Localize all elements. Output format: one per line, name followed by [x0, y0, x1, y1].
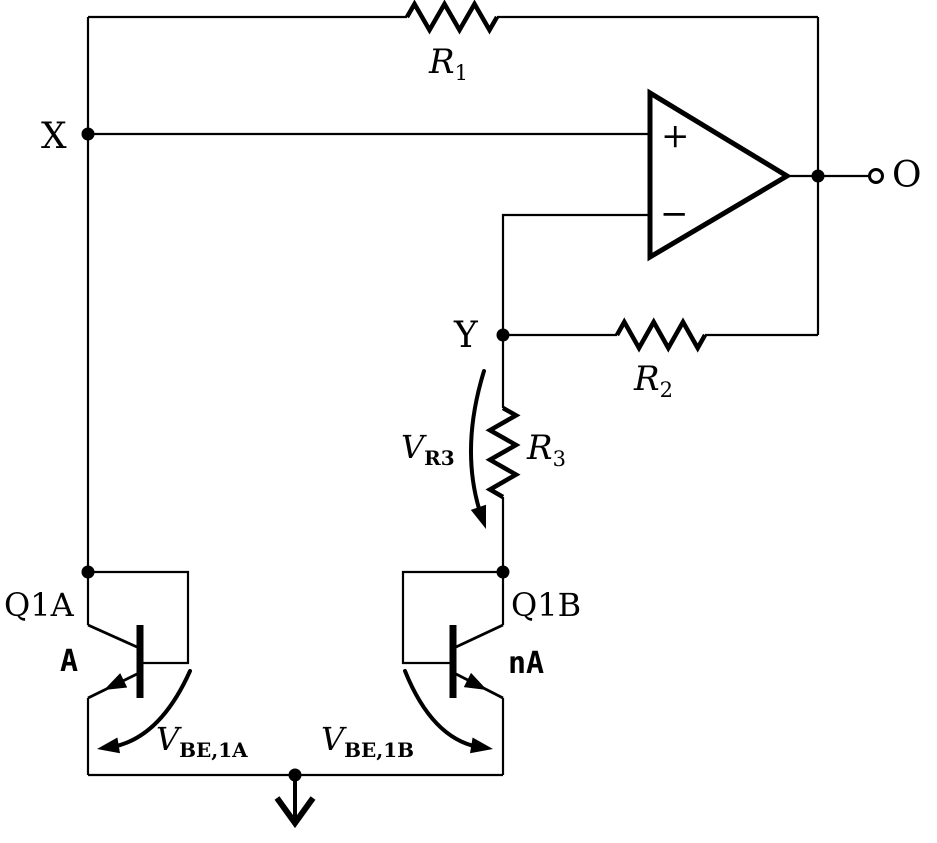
q1a-label: Q1A	[4, 586, 74, 624]
junction-dots	[81, 127, 825, 782]
q1b-collector-lead	[455, 623, 504, 649]
r3-label: R3	[527, 428, 566, 471]
q1b-emitter-arrow-icon	[463, 672, 487, 690]
resistor-r1-icon	[405, 0, 499, 35]
vr3-label: VR3	[401, 428, 455, 470]
resistor-r2-icon	[615, 317, 707, 353]
opamp-minus-label: −	[660, 194, 689, 234]
node-y-label: Y	[454, 315, 478, 356]
output-terminal-circle-icon	[868, 168, 884, 184]
resistor-r3-icon	[485, 406, 521, 499]
junction-dot-tail	[288, 768, 302, 782]
junction-dot-x	[81, 127, 95, 141]
vr3-arrow-icon	[468, 369, 486, 529]
ground-arrow-icon	[274, 780, 316, 829]
vbe1a-label: VBE,1A	[156, 720, 248, 762]
wire-q1b-base-loop	[401, 570, 503, 665]
r1-label: R1	[429, 42, 468, 85]
junction-dot-y	[496, 328, 510, 342]
wire-q1a-base-loop	[88, 570, 190, 665]
opamp-plus-label: +	[661, 116, 690, 156]
junction-dot-q1b	[496, 565, 510, 579]
q1a-collector-lead	[87, 623, 138, 649]
opamp-triangle-icon	[647, 88, 792, 262]
q1b-label: Q1B	[511, 586, 582, 624]
vbe1b-arrow-icon	[403, 669, 493, 754]
node-x-label: X	[41, 116, 67, 157]
q1a-emitter-arrow-icon	[104, 673, 128, 690]
junction-dot-output	[811, 169, 825, 183]
area-na-label: nA	[508, 646, 545, 681]
transistor-q1b	[449, 623, 504, 700]
junction-dot-q1a	[81, 565, 95, 579]
r2-label: R2	[634, 359, 673, 402]
output-o-label: O	[892, 155, 922, 196]
vbe1b-label: VBE,1B	[321, 720, 415, 762]
wire-minus-input	[501, 213, 650, 335]
vbe1a-arrow-icon	[97, 669, 192, 754]
area-a-label: A	[60, 644, 79, 679]
transistor-q1a	[87, 623, 144, 700]
